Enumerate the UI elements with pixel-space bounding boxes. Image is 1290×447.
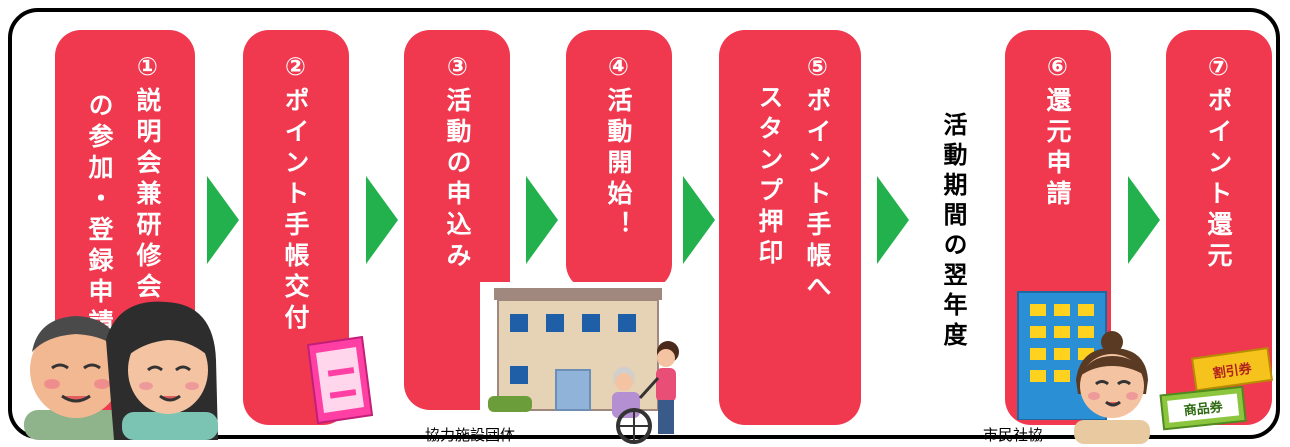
discount-voucher-text: 割引券 — [1212, 360, 1254, 381]
voucher-icon: 割引券 商品券 — [1159, 347, 1274, 431]
step-4-label: ④活動開始！ — [604, 52, 633, 242]
council-caption: 市民社協 — [983, 427, 1044, 444]
staff-woman-icon — [1074, 331, 1150, 444]
step-5-label-line2: スタンプ押印 — [755, 84, 784, 270]
elderly-couple-icon — [24, 301, 218, 440]
arrow-1 — [207, 176, 239, 264]
step-6-label: ⑥還元申請 — [1043, 52, 1072, 211]
step-1-label: ①説明会兼研修会へ — [133, 52, 162, 335]
notebook-icon — [306, 335, 374, 425]
arrow-2 — [366, 176, 398, 264]
step-1-label-line2: の参加・登録申請 — [85, 92, 114, 340]
step-5-box — [719, 30, 861, 425]
step-3-label: ③活動の申込み — [443, 52, 472, 273]
step-7-label: ⑦ポイント還元 — [1204, 52, 1233, 273]
wheelchair-caregiver-icon — [612, 341, 679, 444]
interval-label: 活動期間の翌年度 — [939, 112, 967, 352]
arrow-4 — [683, 176, 715, 264]
facility-caption: 協力施設団体 — [425, 427, 516, 444]
step-5-label: ⑤ポイント手帳へ — [803, 52, 832, 304]
gift-voucher-text: 商品券 — [1183, 399, 1224, 419]
arrow-5 — [877, 176, 909, 264]
step-4-box — [566, 30, 672, 290]
arrow-3 — [526, 176, 558, 264]
step-2-label: ②ポイント手帳交付 — [281, 52, 310, 335]
arrow-6 — [1128, 176, 1160, 264]
